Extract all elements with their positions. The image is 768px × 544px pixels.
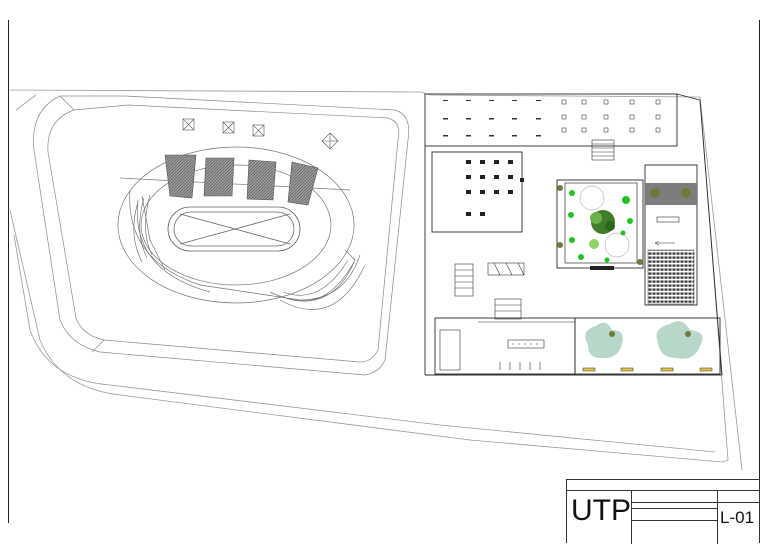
building-outline [424,93,723,376]
garden-ponds [582,321,713,372]
parking-marks [443,100,541,137]
title-block: UTP L-01 [566,479,760,544]
tb-row-divider-3 [632,520,717,521]
auditorium [645,183,697,305]
arena-columns [182,118,339,150]
tb-vertical-divider-2 [717,490,718,544]
courtyard [557,182,643,270]
classroom-desks [466,160,524,216]
arena-floor [167,206,301,252]
tb-row-divider-4 [718,502,760,503]
tb-vertical-divider [631,490,632,544]
frame-right-border [759,20,760,543]
tb-logo-text: UTP [571,494,631,527]
tb-sheet-number: L-01 [720,508,755,527]
arena-stands [117,146,366,310]
frame-left-border [8,20,9,523]
lobby-details [439,321,575,371]
arena-seating-blocks [164,154,319,206]
tb-row-divider [632,502,717,503]
parking-column-squares [561,99,661,133]
tb-top-divider [567,490,760,491]
site-boundary [9,89,743,471]
tb-row-divider-2 [632,508,717,509]
building-stairs [454,139,615,320]
arena-stairs [133,194,355,302]
arena-outline [33,95,410,376]
